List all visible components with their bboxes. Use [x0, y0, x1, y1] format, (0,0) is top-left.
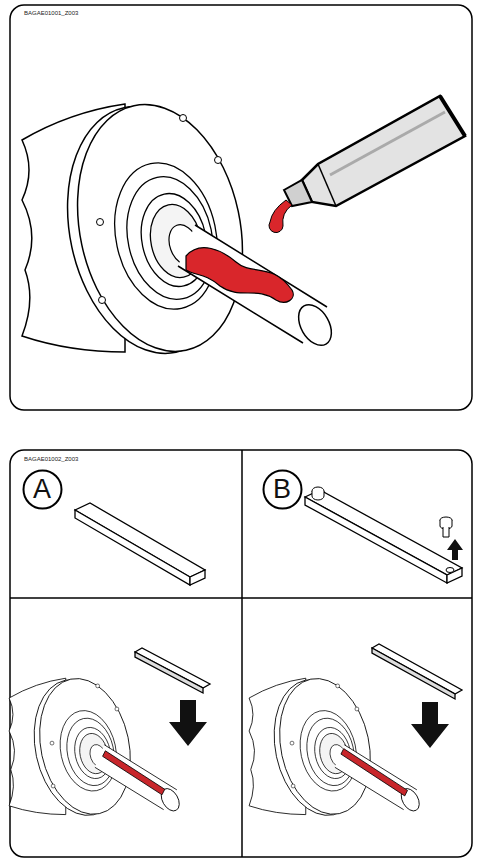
key-insert [135, 648, 210, 746]
variant-letter: A [33, 476, 51, 503]
key-with-screw [305, 487, 463, 583]
shaft-with-grease [22, 89, 338, 369]
grease-tube [269, 96, 465, 233]
drawing-code: BAGAE01002_Z003 [24, 456, 78, 462]
parallel-key [75, 503, 205, 585]
variant-letter: B [273, 476, 291, 503]
variant-circle: B [262, 469, 303, 510]
drawing-code: BAGAE01001_Z003 [24, 10, 78, 16]
key-insert [372, 644, 462, 748]
variant-circle: A [22, 469, 63, 510]
shaft-keyway [9, 670, 183, 824]
shaft-keyway [249, 670, 423, 824]
